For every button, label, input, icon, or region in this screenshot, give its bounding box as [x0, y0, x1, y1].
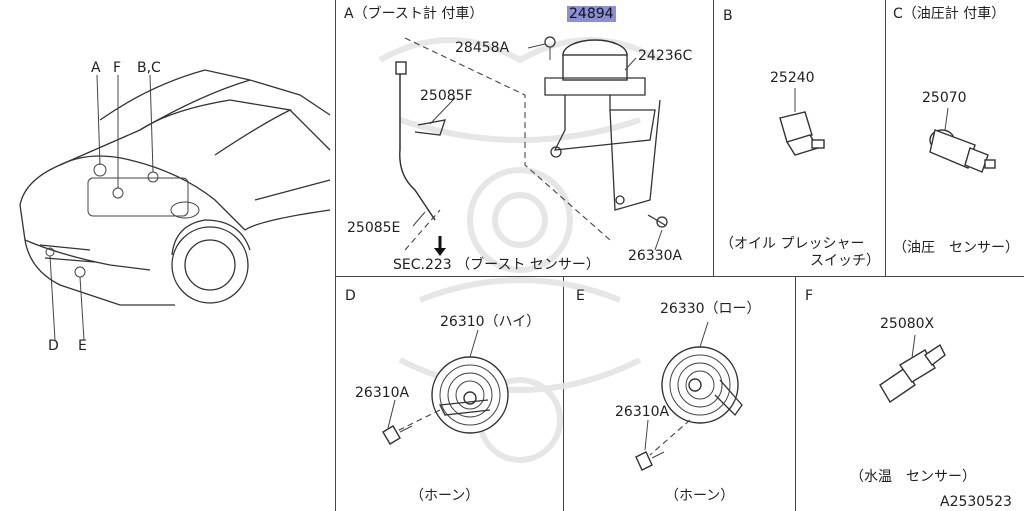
oil-pressure-switch — [779, 88, 825, 156]
panel-c-title: C（油圧計 付車） — [893, 6, 1006, 22]
oil-pressure-sensor — [929, 107, 996, 173]
panel-b-caption-1: （オイル プレッシャー — [720, 236, 865, 252]
part-26310-high[interactable]: 26310（ハイ） — [440, 314, 541, 330]
part-25085e[interactable]: 25085E — [347, 220, 401, 236]
sec-reference[interactable]: SEC.223 （ブースト センサー） — [393, 257, 600, 273]
water-temp-sensor-drawing — [879, 334, 946, 403]
callout-d: D — [48, 338, 59, 354]
panel-f-title: F — [805, 288, 814, 304]
part-26310a-d[interactable]: 26310A — [355, 385, 410, 401]
diagram-id: A2530523 — [940, 494, 1012, 510]
part-28458a[interactable]: 28458A — [455, 40, 510, 56]
divider-e-f — [795, 276, 796, 511]
panel-b-title: B — [723, 8, 733, 24]
divider-d-e — [563, 276, 564, 511]
panel-e-title: E — [576, 288, 585, 304]
part-25085f[interactable]: 25085F — [420, 88, 473, 104]
part-24236c[interactable]: 24236C — [638, 48, 693, 64]
panel-e-caption: （ホーン） — [665, 488, 735, 504]
panel-c-caption: （油圧 センサー） — [893, 240, 1019, 256]
part-25240[interactable]: 25240 — [770, 70, 815, 86]
panel-b-caption-2: スイッチ） — [810, 253, 880, 269]
part-26330a[interactable]: 26330A — [628, 248, 683, 264]
panel-a-title: A（ブースト計 付車） — [344, 6, 484, 22]
panel-d-title: D — [345, 288, 356, 304]
panel-d-caption: （ホーン） — [410, 488, 480, 504]
callout-a: A — [91, 60, 101, 76]
divider-vertical-main — [335, 0, 336, 511]
divider-a-b — [713, 0, 714, 276]
callout-f: F — [113, 60, 122, 76]
part-24894-label[interactable]: 24894 — [567, 6, 616, 22]
panel-f-caption: （水温 センサー） — [850, 469, 976, 485]
boost-sensor-assembly — [395, 36, 668, 256]
callout-e: E — [78, 338, 87, 354]
part-26310a-e[interactable]: 26310A — [615, 404, 670, 420]
car-outline — [19, 69, 331, 341]
divider-horizontal — [335, 276, 1024, 277]
part-24894[interactable]: 24894 — [567, 6, 616, 22]
divider-b-c — [885, 0, 886, 276]
part-25080x[interactable]: 25080X — [880, 316, 935, 332]
callout-bc: B,C — [137, 60, 161, 76]
part-25070[interactable]: 25070 — [922, 90, 967, 106]
horn-high-drawing — [382, 329, 509, 445]
part-26330-low[interactable]: 26330（ロー） — [660, 301, 761, 317]
horn-low-drawing — [635, 321, 743, 471]
